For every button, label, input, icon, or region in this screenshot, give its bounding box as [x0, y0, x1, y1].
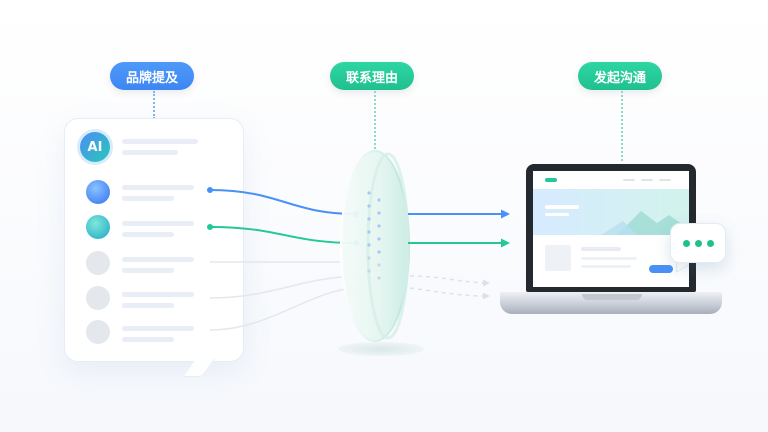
- flow-node-green: [207, 224, 213, 230]
- arrow-head-faded: [483, 292, 490, 300]
- flow-node-blue: [207, 187, 213, 193]
- laptop-base: [500, 292, 722, 314]
- stage-label: 联系理由: [346, 70, 399, 86]
- webpage-mockup: [533, 171, 689, 273]
- connector-line: [374, 91, 376, 153]
- typing-dot: [682, 239, 690, 247]
- header-bar: [122, 150, 178, 155]
- ai-badge-text: AI: [87, 139, 103, 155]
- list-item-dot: [86, 320, 110, 344]
- output-arrow-faded: [409, 275, 485, 284]
- list-item-bar: [122, 232, 174, 237]
- list-item-dot: [86, 215, 110, 239]
- list-item-bar: [122, 303, 174, 308]
- typing-dot: [694, 239, 702, 247]
- list-item-bar: [122, 221, 194, 226]
- list-item-bar: [122, 257, 194, 262]
- list-item-bar: [122, 185, 194, 190]
- flow-line-blue: [209, 189, 357, 215]
- list-item-bar: [122, 292, 194, 297]
- arrow-head-faded: [483, 279, 490, 287]
- list-item-dot: [86, 180, 110, 204]
- connector-line: [153, 91, 155, 119]
- chat-bubble-icon: [670, 223, 726, 263]
- stage-pill-contact-reason: 联系理由: [330, 62, 415, 90]
- ai-badge-icon: AI: [80, 132, 110, 162]
- laptop-display: [533, 171, 689, 287]
- list-item-dot: [86, 286, 110, 310]
- list-item-bar: [122, 326, 194, 331]
- connector-line: [621, 91, 623, 161]
- list-item-bar: [122, 268, 174, 273]
- stage-label: 发起沟通: [594, 70, 647, 86]
- list-item-dot: [86, 251, 110, 275]
- laptop-notch: [582, 294, 642, 300]
- header-bar: [122, 139, 198, 144]
- list-item-bar: [122, 196, 174, 201]
- flow-line-green: [209, 226, 357, 244]
- stage-pill-initiate-communication: 发起沟通: [578, 62, 663, 90]
- typing-dot: [706, 239, 714, 247]
- stage-label: 品牌提及: [126, 70, 179, 86]
- output-arrow-faded: [409, 287, 485, 297]
- lens-shadow: [338, 342, 424, 356]
- stage-pill-brand-mention: 品牌提及: [110, 62, 195, 90]
- lens-dot-grid: [367, 191, 381, 280]
- list-item-bar: [122, 337, 174, 342]
- flow-line-faded: [209, 287, 357, 331]
- arrow-head-blue: [501, 209, 510, 219]
- arrow-head-green: [501, 238, 510, 248]
- flow-line-faded: [209, 275, 357, 299]
